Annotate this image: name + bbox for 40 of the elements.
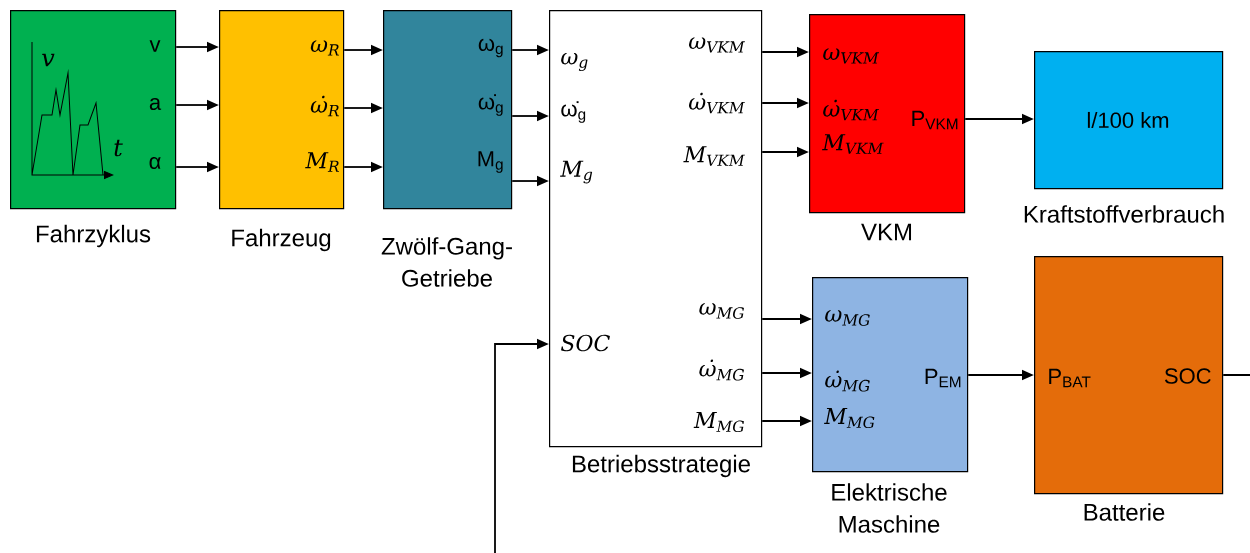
port-label: ω$_{MG}$	[825, 310, 870, 326]
port-label: v	[149, 40, 161, 52]
port-label: ω̇$_{VKM}$	[823, 99, 880, 121]
port-label: M$_{MG}$	[693, 411, 744, 433]
port-label: ω$_{g}$	[478, 38, 503, 58]
port-label: P$_{BAT}$	[1049, 368, 1091, 388]
port-label: a	[149, 98, 162, 111]
port-label: M$_{MG}$	[824, 407, 875, 429]
axis-label: t	[114, 139, 123, 157]
block-caption: Kraftstoffverbrauch	[1024, 205, 1224, 223]
port-label: M$_{VKM}$	[822, 134, 884, 154]
port-label: ω̇$_{MG}$	[699, 359, 744, 381]
port-label: ω̇$_{g}$	[561, 101, 586, 123]
port-label: ω̇$_{R}$	[310, 95, 339, 117]
block-caption: VKM	[861, 223, 911, 241]
block-caption: Batterie	[1084, 503, 1165, 521]
block-caption: Fahrzyklus	[36, 224, 151, 248]
port-label: P$_{EM}$	[925, 368, 961, 388]
port-label: ω$_{R}$	[310, 40, 339, 56]
port-label: SOC	[561, 334, 610, 352]
port-label: ω$_{VKM}$	[689, 37, 745, 53]
port-label: ω$_{VKM}$	[823, 48, 880, 64]
port-label: SOC	[1164, 368, 1211, 384]
axis-label: v	[42, 53, 55, 67]
port-label: ω̇$_{VKM}$	[689, 92, 745, 114]
port-label: ω̇$_{MG}$	[825, 370, 870, 392]
block-caption: Zwölf-Gang-Getriebe	[381, 237, 512, 287]
port-label: M$_{VKM}$	[683, 146, 745, 166]
port-label: ω̇$_{g}$	[478, 94, 503, 116]
port-label: M$_{g}$	[560, 160, 593, 184]
port-label: M$_{g}$	[478, 151, 503, 173]
block-caption: Betriebsstrategie	[572, 454, 750, 478]
block-caption: Elektrische Maschine	[832, 483, 947, 533]
port-label: ω$_{MG}$	[699, 303, 744, 319]
port-label: P$_{VKM}$	[912, 110, 958, 130]
block-caption: Fahrzeug	[232, 228, 331, 252]
port-label: M$_{R}$	[305, 152, 339, 172]
port-label: l/100 km	[1087, 111, 1169, 129]
port-label: ω$_{g}$	[561, 52, 588, 72]
port-label: α	[149, 157, 161, 170]
